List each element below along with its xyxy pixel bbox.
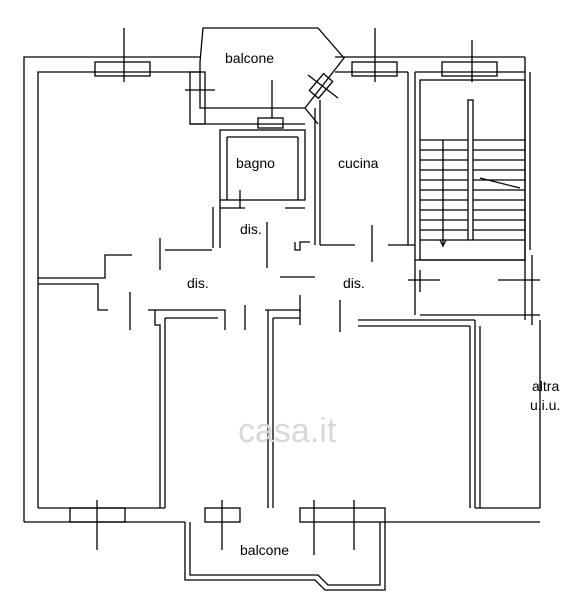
outer-wall-inner (37, 71, 200, 508)
label-cucina: cucina (338, 155, 379, 171)
bathroom-walls (219, 129, 306, 201)
label-uiu: u.i.u. (530, 397, 561, 413)
label-dis-right: dis. (343, 275, 365, 291)
label-dis-small: dis. (240, 221, 262, 237)
label-dis-left: dis. (187, 275, 209, 291)
stair-treads (420, 139, 525, 241)
watermark: casa.it (238, 412, 337, 450)
label-balcone-top: balcone (225, 50, 275, 66)
label-altra: altra (532, 378, 560, 394)
label-bagno: bagno (236, 155, 275, 171)
outer-wall (23, 56, 200, 522)
label-balcone-bottom: balcone (240, 542, 290, 558)
balcony-bottom (184, 522, 386, 591)
